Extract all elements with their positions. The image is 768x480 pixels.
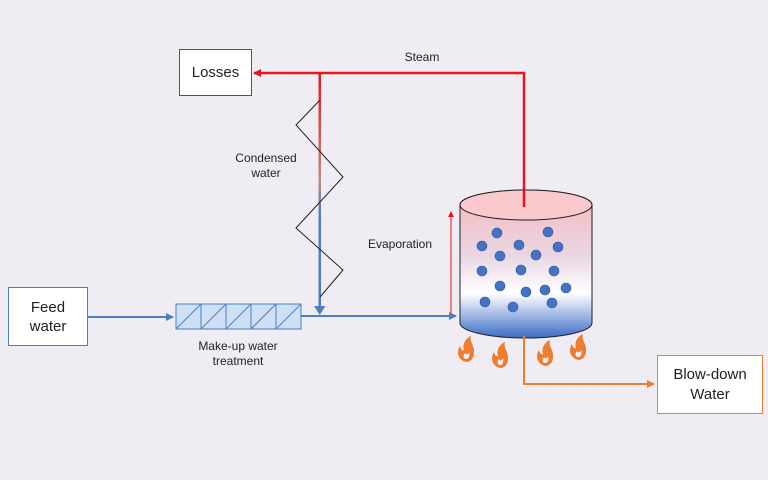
burner-flames bbox=[458, 334, 587, 368]
steam-label-text: Steam bbox=[404, 50, 440, 64]
condensed-arrowhead bbox=[314, 306, 326, 315]
bubble bbox=[494, 250, 506, 262]
bubble bbox=[476, 265, 488, 277]
steam-label: Steam bbox=[398, 50, 446, 65]
makeup-treatment-unit bbox=[175, 303, 302, 330]
bubble bbox=[520, 286, 532, 298]
bubble bbox=[542, 226, 554, 238]
bubble bbox=[494, 280, 506, 292]
steam-line bbox=[253, 69, 526, 207]
blowdown-water-box: Blow-down Water bbox=[657, 355, 763, 414]
condensed-label-line2: water bbox=[251, 166, 281, 180]
blowdown-line bbox=[523, 336, 655, 388]
makeup-water-label: Make-up water treatment bbox=[184, 339, 292, 369]
evaporation-label-text: Evaporation bbox=[367, 237, 433, 251]
feed-water-box: Feed water bbox=[8, 287, 88, 346]
flame-icon bbox=[458, 336, 475, 362]
bubble bbox=[548, 265, 560, 277]
bubble bbox=[507, 301, 519, 313]
bubble bbox=[513, 239, 525, 251]
makeup-label-line1: Make-up water bbox=[198, 339, 278, 353]
bubble bbox=[479, 296, 491, 308]
bubble bbox=[560, 282, 572, 294]
bubble bbox=[546, 297, 558, 309]
feed-water-label-line2: water bbox=[29, 317, 67, 335]
feed-water-label-line1: Feed bbox=[30, 298, 66, 316]
condensed-label-line1: Condensed bbox=[235, 151, 297, 165]
makeup-label-line2: treatment bbox=[212, 354, 264, 368]
water-bubbles bbox=[476, 226, 572, 313]
bubble bbox=[491, 227, 503, 239]
bubble bbox=[530, 249, 542, 261]
condenser-zigzag bbox=[295, 99, 344, 298]
bubble bbox=[476, 240, 488, 252]
bubble bbox=[515, 264, 527, 276]
losses-label: Losses bbox=[191, 64, 240, 81]
flame-icon bbox=[492, 342, 509, 368]
bubble bbox=[539, 284, 551, 296]
bubble bbox=[552, 241, 564, 253]
losses-box: Losses bbox=[179, 49, 252, 96]
flame-icon bbox=[570, 334, 587, 360]
condensed-water-line bbox=[318, 73, 321, 310]
evaporation-label: Evaporation bbox=[362, 237, 438, 252]
boiler-tank bbox=[459, 189, 593, 339]
flame-icon bbox=[537, 340, 554, 366]
blowdown-label-line1: Blow-down bbox=[673, 365, 747, 383]
condensed-water-label: Condensed water bbox=[228, 151, 304, 181]
blowdown-label-line2: Water bbox=[690, 385, 730, 403]
